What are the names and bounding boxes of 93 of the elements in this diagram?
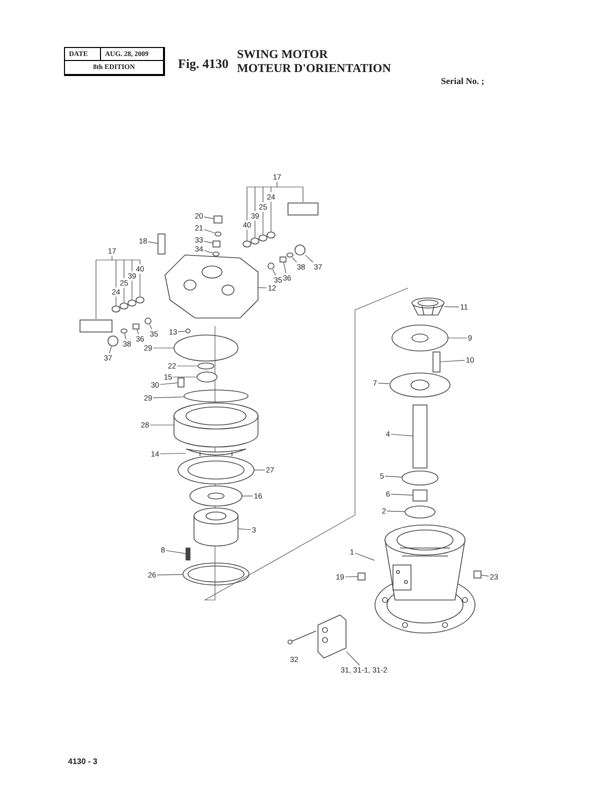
leader-line [378,382,390,384]
part-drawing [186,448,246,456]
part-drawing [392,324,448,352]
part-drawing [390,372,450,398]
leader-line [444,306,460,308]
figure-number: Fig. 4130 [178,56,229,72]
ring-drawing [196,372,218,382]
leader-line [292,257,297,263]
ring-drawing [266,232,276,238]
ring-drawing [120,328,128,334]
ring-drawing [242,240,252,248]
part-drawing [288,202,318,216]
bracket-line [246,181,304,221]
ring-drawing [250,238,260,244]
leader-line [283,262,286,274]
ring-drawing [112,306,120,312]
leader-line [390,434,413,436]
leader-line [204,250,213,254]
leader-line [390,494,413,496]
leader-line [160,382,178,385]
part-drawing [178,378,184,388]
leader-line [270,201,272,232]
leader-line [346,651,360,666]
page-number: 4130 - 3 [68,757,98,766]
ring-drawing [212,252,220,256]
pin-drawing [186,548,190,560]
ring-drawing [294,244,306,256]
leader-line [160,452,186,454]
leader-line [178,330,186,332]
part-drawing [212,240,220,248]
part-drawing [182,562,250,586]
ring-drawing [120,302,128,310]
leader-line [386,510,405,512]
leader-line [172,376,197,378]
part-drawing [374,524,476,634]
ring-drawing [136,296,144,304]
part-drawing [412,404,428,468]
diagram-title: SWING MOTOR [237,47,328,62]
part-drawing [432,352,440,372]
ring-drawing [144,318,152,324]
ring-drawing [214,232,222,236]
ring-drawing [286,252,294,258]
ring-drawing [174,334,238,362]
part-drawing [190,486,242,506]
leader-line [258,287,268,288]
leader-line [440,360,466,362]
part-drawing [411,298,445,316]
ring-drawing [184,390,248,402]
leader-line [344,576,358,578]
ring-drawing [404,506,436,518]
part-drawing [358,572,366,580]
leader-line [150,424,174,426]
part-drawing [158,234,166,254]
leader-line [204,229,215,234]
diagram-subtitle: MOTEUR D'ORIENTATION [237,61,391,76]
ring-drawing [258,234,268,242]
leader-line [148,242,158,244]
part-drawing [80,320,112,332]
leader-line [149,324,152,330]
ring-drawing [186,328,190,334]
leader-line [124,333,126,340]
cylinder-part-drawing [174,402,258,448]
part-drawing [474,570,482,578]
leader-line [136,329,139,335]
part-drawing [214,216,222,224]
leader-line [166,550,186,554]
part-drawing [132,324,140,330]
leader-line [109,346,112,354]
ring-drawing [128,300,136,306]
ring-drawing [198,362,214,370]
leader-line [262,211,264,235]
ring-drawing [402,470,438,486]
bracket-line [96,255,140,320]
serial-number: Serial No. ; [441,76,484,86]
leader-line [305,254,314,263]
ring-drawing [268,262,274,270]
part-drawing [280,256,286,262]
part-drawing [412,490,428,502]
part-drawing [164,254,258,318]
leader-line [152,396,184,398]
leader-line [204,216,214,219]
leader-line [246,229,248,241]
leader-line [204,240,213,244]
ring-drawing [108,336,118,346]
cylinder-part-drawing [194,508,238,546]
part-drawing [318,614,346,658]
leader-line [238,528,252,530]
leader-line [354,552,375,561]
leader-line [384,476,402,478]
leader-line [254,220,256,238]
leader-line [156,574,183,576]
leader-line [481,574,490,577]
leader-line [272,269,276,276]
